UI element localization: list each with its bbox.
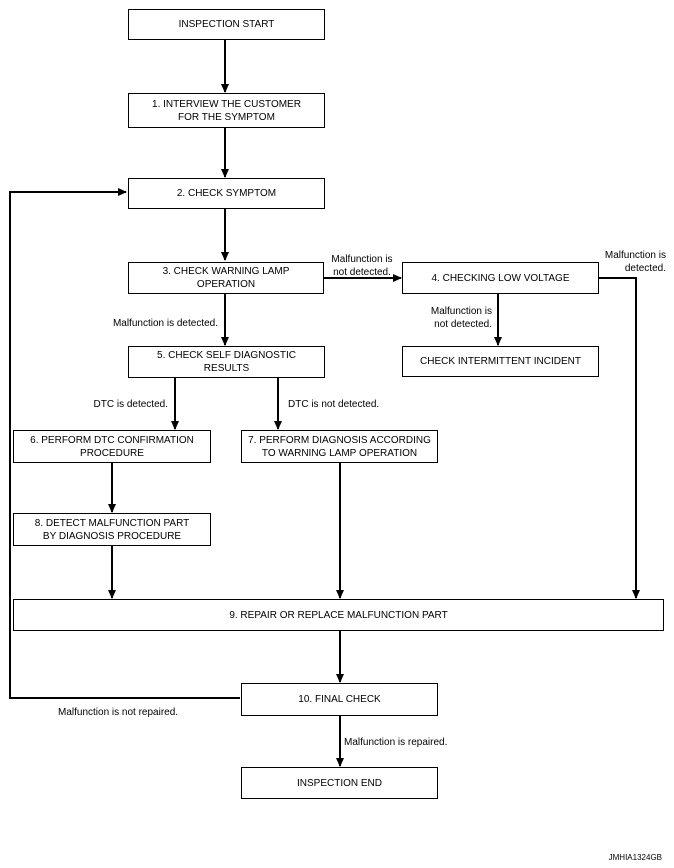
- final-check-label: 10. FINAL CHECK: [298, 694, 381, 705]
- perform-dtc-confirmation-box: 6. PERFORM DTC CONFIRMATION PROCEDURE: [13, 430, 211, 463]
- final-check-box: 10. FINAL CHECK: [241, 683, 438, 716]
- check-symptom-label: 2. CHECK SYMPTOM: [176, 188, 277, 199]
- check-self-diagnostic-line1: 5. CHECK SELF DIAGNOSTIC: [157, 350, 296, 361]
- detect-malfunction-part-box: 8. DETECT MALFUNCTION PART BY DIAGNOSIS …: [13, 513, 211, 546]
- edge-label-malfunction-detected: Malfunction is detected.: [90, 317, 218, 330]
- check-warning-lamp-line1: 3. CHECK WARNING LAMP: [162, 266, 290, 277]
- perform-dtc-confirmation-line1: 6. PERFORM DTC CONFIRMATION: [30, 434, 194, 446]
- edge-label-dtc-not-detected: DTC is not detected.: [288, 398, 398, 411]
- edge-label-dtc-detected: DTC is detected.: [80, 398, 168, 411]
- checking-low-voltage-box: 4. CHECKING LOW VOLTAGE: [402, 262, 599, 294]
- edge-label-not-repaired: Malfunction is not repaired.: [58, 706, 208, 719]
- edge-label-not-detected-lowvoltage-line1: Malfunction is: [430, 306, 492, 317]
- edge-label-not-detected-warning: Malfunction is not detected.: [323, 253, 401, 279]
- interview-customer-line1: 1. INTERVIEW THE CUSTOMER: [152, 98, 301, 110]
- edge-label-repaired: Malfunction is repaired.: [344, 736, 474, 749]
- perform-dtc-confirmation-line2: PROCEDURE: [80, 447, 144, 459]
- edge-label-not-repaired-text: Malfunction is not repaired.: [58, 707, 179, 718]
- arrow-loop-back-to-symptom: [9, 188, 240, 699]
- edge-label-detected-lowvoltage-line2: detected.: [624, 263, 666, 274]
- edge-label-detected-lowvoltage: Malfunction is detected.: [588, 249, 666, 275]
- detect-malfunction-part-line1: 8. DETECT MALFUNCTION PART: [34, 517, 190, 529]
- check-warning-lamp-box: 3. CHECK WARNING LAMP OPERATION: [128, 262, 324, 294]
- check-intermittent-incident-box: CHECK INTERMITTENT INCIDENT: [402, 346, 599, 377]
- interview-customer-line2: FOR THE SYMPTOM: [178, 111, 275, 123]
- edge-label-repaired-text: Malfunction is repaired.: [344, 737, 448, 748]
- inspection-end-label: INSPECTION END: [296, 777, 382, 789]
- figure-code: JMHIA1324GB: [608, 853, 662, 862]
- perform-diagnosis-warning-lamp-box: 7. PERFORM DIAGNOSIS ACCORDING TO WARNIN…: [241, 430, 438, 463]
- arrow-lowvoltage-to-repair: [598, 277, 640, 599]
- interview-customer-box: 1. INTERVIEW THE CUSTOMER FOR THE SYMPTO…: [128, 93, 325, 128]
- inspection-start-label: INSPECTION START: [178, 19, 275, 30]
- inspection-start-box: INSPECTION START: [128, 9, 325, 40]
- check-symptom-box: 2. CHECK SYMPTOM: [128, 178, 325, 209]
- check-self-diagnostic-box: 5. CHECK SELF DIAGNOSTIC RESULTS: [128, 346, 325, 378]
- repair-replace-malfunction-part-box: 9. REPAIR OR REPLACE MALFUNCTION PART: [13, 599, 664, 631]
- edge-label-dtc-not-detected-text: DTC is not detected.: [288, 399, 380, 410]
- perform-diagnosis-warning-lamp-line1: 7. PERFORM DIAGNOSIS ACCORDING: [248, 434, 431, 446]
- check-self-diagnostic-line2: RESULTS: [203, 363, 250, 374]
- detect-malfunction-part-line2: BY DIAGNOSIS PROCEDURE: [42, 530, 182, 542]
- edge-label-not-detected-lowvoltage-line2: not detected.: [434, 319, 492, 330]
- repair-replace-malfunction-part-label: 9. REPAIR OR REPLACE MALFUNCTION PART: [229, 609, 448, 621]
- checking-low-voltage-label: 4. CHECKING LOW VOLTAGE: [431, 272, 570, 284]
- edge-label-not-detected-warning-line2: not detected.: [333, 267, 391, 278]
- edge-label-not-detected-lowvoltage: Malfunction is not detected.: [414, 305, 492, 331]
- edge-label-not-detected-warning-line1: Malfunction is: [331, 254, 393, 265]
- perform-diagnosis-warning-lamp-line2: TO WARNING LAMP OPERATION: [261, 447, 418, 459]
- inspection-end-box: INSPECTION END: [241, 767, 438, 799]
- edge-label-malfunction-detected-text: Malfunction is detected.: [112, 318, 218, 329]
- check-warning-lamp-line2: OPERATION: [196, 279, 256, 290]
- check-intermittent-incident-label: CHECK INTERMITTENT INCIDENT: [420, 356, 581, 367]
- edge-label-detected-lowvoltage-line1: Malfunction is: [604, 250, 666, 261]
- edge-label-dtc-detected-text: DTC is detected.: [93, 399, 168, 410]
